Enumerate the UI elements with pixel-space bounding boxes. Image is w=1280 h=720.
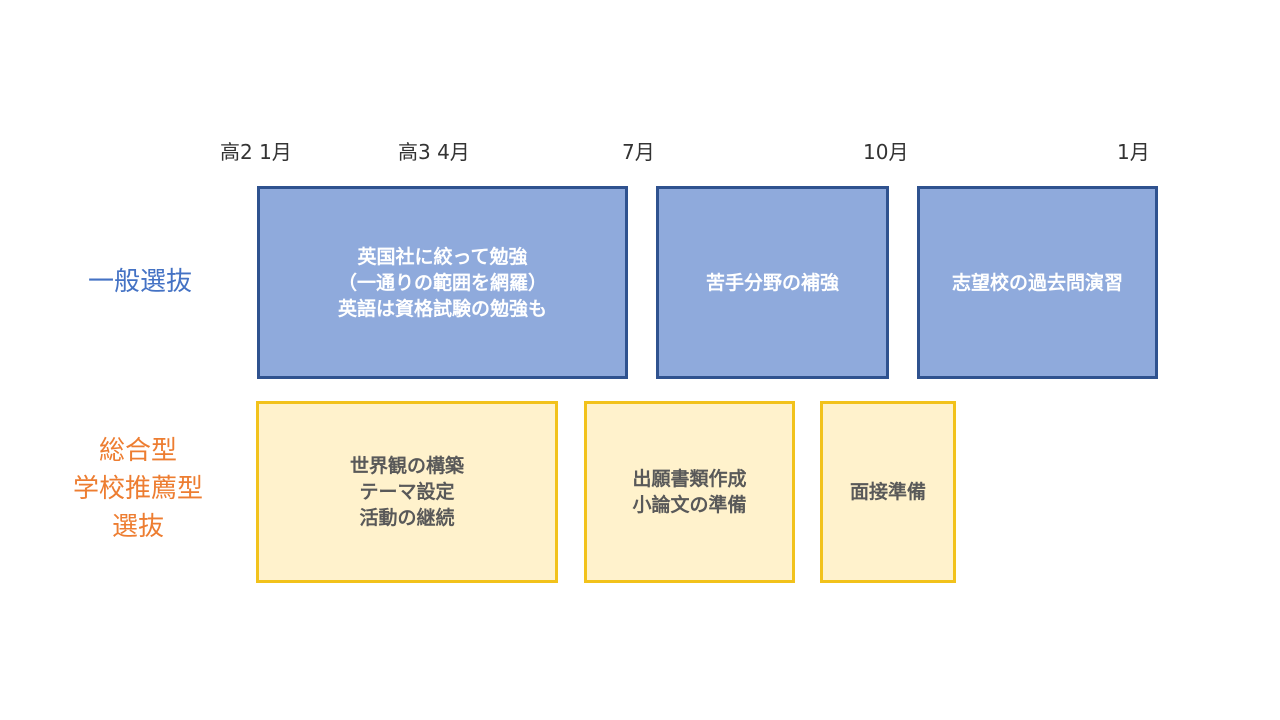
box-line: 小論文の準備 — [632, 494, 747, 516]
row-label-line: 学校推薦型 — [72, 474, 203, 504]
box-line: 世界観の構築 — [349, 455, 464, 477]
row-label-comprehensive: 総合型 学校推薦型 選抜 — [38, 432, 238, 546]
plan-box-general-2: 苦手分野の補強 — [656, 186, 889, 379]
box-line: 志望校の過去問演習 — [951, 271, 1123, 294]
timeline-tick: 7月 — [622, 140, 655, 164]
box-line: 面接準備 — [849, 481, 926, 503]
box-line: 出願書類作成 — [632, 468, 747, 490]
plan-box-comprehensive-3: 面接準備 — [820, 401, 956, 583]
box-line: （一通りの範囲を網羅） — [337, 271, 547, 294]
box-line: 英語は資格試験の勉強も — [337, 297, 547, 320]
timeline-tick: 高2 1月 — [220, 140, 292, 164]
row-label-general: 一般選抜 — [40, 263, 240, 301]
box-line: 英国社に絞って勉強 — [357, 245, 528, 268]
row-label-line: 選抜 — [111, 512, 164, 542]
plan-box-comprehensive-2: 出願書類作成 小論文の準備 — [584, 401, 795, 583]
box-line: 活動の継続 — [359, 507, 455, 529]
plan-box-general-3: 志望校の過去問演習 — [917, 186, 1158, 379]
plan-box-comprehensive-1: 世界観の構築 テーマ設定 活動の継続 — [256, 401, 558, 583]
row-label-line: 一般選抜 — [87, 267, 192, 297]
plan-box-general-1: 英国社に絞って勉強 （一通りの範囲を網羅） 英語は資格試験の勉強も — [257, 186, 628, 379]
timeline-tick: 高3 4月 — [398, 140, 470, 164]
box-line: テーマ設定 — [359, 481, 455, 503]
timeline-tick: 10月 — [863, 140, 909, 164]
row-label-line: 総合型 — [98, 436, 177, 466]
timeline-tick: 1月 — [1117, 140, 1150, 164]
box-line: 苦手分野の補強 — [705, 271, 839, 294]
